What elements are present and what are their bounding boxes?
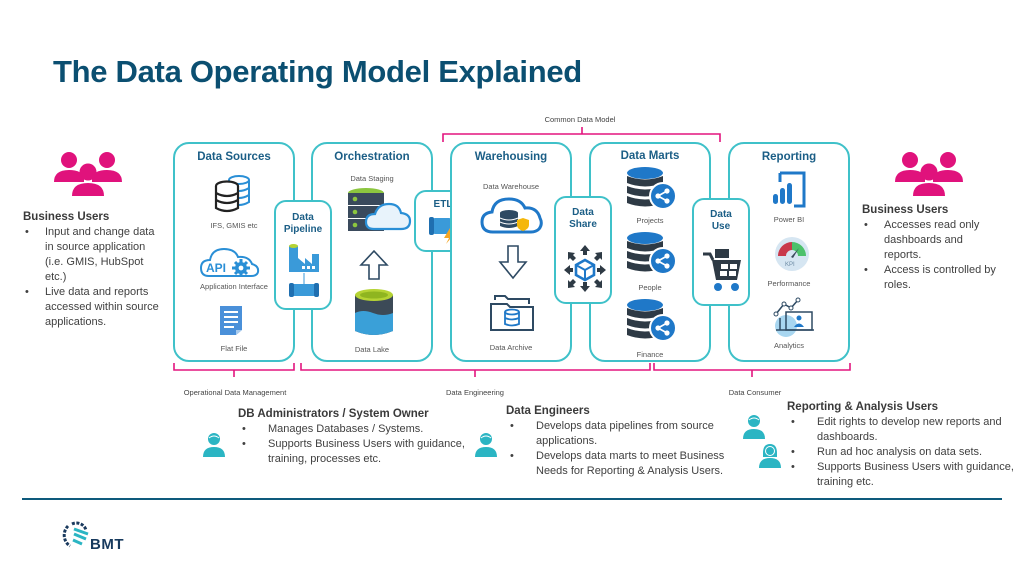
data-marts-title: Data Marts [620, 150, 680, 162]
reporting-analysis-users-block: Reporting & Analysis Users Edit rights t… [787, 400, 1017, 490]
reporting-user-female-icon [759, 444, 781, 468]
reporting-title: Reporting [761, 151, 817, 163]
business-users-left-bullet: Input and change data in source applicat… [23, 225, 163, 285]
operational-data-management-label: Operational Data Management [183, 388, 287, 397]
data-pipeline-box: Data Pipeline [274, 200, 332, 310]
shared-database-icon [627, 299, 677, 342]
down-arrow-icon [498, 245, 528, 280]
data-sources-caption: Flat File [220, 344, 248, 353]
data-consumer-bracket [653, 363, 851, 377]
common-data-model-label: Common Data Model [544, 115, 616, 124]
business-users-icon [895, 152, 963, 196]
business-users-icon [54, 152, 122, 196]
bottom-brackets [173, 363, 851, 377]
data-share-box: Data Share [554, 196, 612, 304]
power-bi-icon [773, 171, 806, 208]
data-engineers-bullet: Develops data marts to meet Business Nee… [506, 449, 736, 479]
reporting-analysis-users-heading: Reporting & Analysis Users [787, 401, 939, 413]
data-engineers-bullet: Develops data pipelines from source appl… [506, 419, 736, 449]
data-use-box: Data Use [692, 198, 750, 306]
data-share-title-line1: Data [572, 207, 594, 218]
data-use-title-line1: Data [710, 209, 732, 220]
reporting-caption: Performance [767, 279, 811, 288]
data-marts-caption: Finance [636, 350, 664, 359]
data-factory-pipeline-icon [289, 244, 319, 297]
reporting-analysis-users-bullet: Supports Business Users with guidance, t… [787, 460, 1017, 490]
db-administrators-bullet: Supports Business Users with guidance, t… [238, 437, 468, 467]
orchestration-caption: Data Staging [350, 174, 394, 183]
business-users-right-bullet: Accesses read only dashboards and report… [862, 218, 1002, 263]
reporting-caption: Analytics [773, 341, 804, 350]
business-users-left-bullet: Live data and reports accessed within so… [23, 285, 163, 330]
shopping-cart-icon [703, 249, 741, 291]
db-administrators-block: DB Administrators / System Owner Manages… [238, 407, 468, 467]
common-data-model-bracket [442, 127, 721, 142]
reporting-analysis-users-bullet: Edit rights to develop new reports and d… [787, 415, 1017, 445]
data-pipeline-title-line1: Data [292, 212, 314, 223]
reporting-user-male-icon [743, 415, 765, 439]
data-pipeline-title-line2: Pipeline [283, 224, 323, 235]
archive-folder-icon [490, 295, 534, 331]
warehousing-caption: Data Warehouse [482, 182, 539, 191]
reporting-caption: Power BI [773, 215, 805, 224]
business-users-right-bullet: Access is controlled by roles. [862, 263, 1002, 293]
bmt-logo-icon [62, 521, 89, 548]
orchestration-caption: Data Lake [354, 345, 390, 354]
shared-database-icon [627, 167, 677, 210]
data-lake-icon [355, 289, 393, 335]
kpi-gauge-icon: KPI [775, 237, 809, 271]
page-title: The Data Operating Model Explained [53, 54, 582, 89]
svg-text:API: API [206, 261, 226, 275]
business-users-right-heading: Business Users [862, 204, 949, 216]
flat-file-icon [220, 306, 242, 335]
db-administrators-heading: DB Administrators / System Owner [238, 408, 429, 420]
cloud-warehouse-icon [480, 197, 543, 234]
data-engineer-icon [475, 433, 497, 457]
data-share-title-line2: Share [569, 219, 597, 230]
etl-title: ETL [433, 199, 453, 210]
orchestration-title: Orchestration [334, 151, 410, 163]
svg-text:KPI: KPI [785, 262, 795, 268]
bmt-logo-text: BMT [90, 536, 124, 553]
business-users-left-heading: Business Users [23, 211, 110, 223]
analytics-screen-icon [773, 297, 814, 337]
database-stack-icon [214, 175, 250, 213]
reporting-analysis-users-bullet: Run ad hoc analysis on data sets. [787, 445, 1017, 460]
data-consumer-label: Data Consumer [728, 388, 782, 397]
staging-server-cloud-icon [348, 188, 412, 231]
warehousing-title: Warehousing [474, 151, 548, 163]
data-engineering-bracket [300, 363, 651, 377]
warehousing-caption: Data Archive [489, 343, 533, 352]
business-users-right-block: Business Users Accesses read only dashbo… [862, 203, 1002, 293]
api-cloud-gear-icon: API [199, 247, 260, 277]
data-sources-title: Data Sources [197, 151, 271, 163]
db-administrators-bullet: Manages Databases / Systems. [238, 422, 468, 437]
footer-divider [22, 498, 1002, 500]
data-sources-caption: Application Interface [200, 282, 268, 291]
data-engineering-label: Data Engineering [446, 388, 504, 397]
data-engineers-block: Data Engineers Develops data pipelines f… [506, 404, 736, 479]
share-cube-arrows-icon [564, 245, 606, 292]
operational-data-management-bracket [173, 363, 295, 377]
shared-database-icon [627, 232, 677, 275]
db-administrator-icon [203, 433, 225, 457]
data-engineers-heading: Data Engineers [506, 405, 590, 417]
data-marts-caption: People [638, 283, 662, 292]
data-use-title-line2: Use [711, 221, 731, 232]
up-arrow-icon [359, 249, 389, 280]
data-marts-caption: Projects [636, 216, 664, 225]
data-marts-box: Data Marts Projects People Finance [589, 142, 711, 362]
business-users-left-block: Business Users Input and change data in … [23, 210, 163, 330]
data-sources-caption: IFS, GMIS etc [210, 221, 258, 230]
